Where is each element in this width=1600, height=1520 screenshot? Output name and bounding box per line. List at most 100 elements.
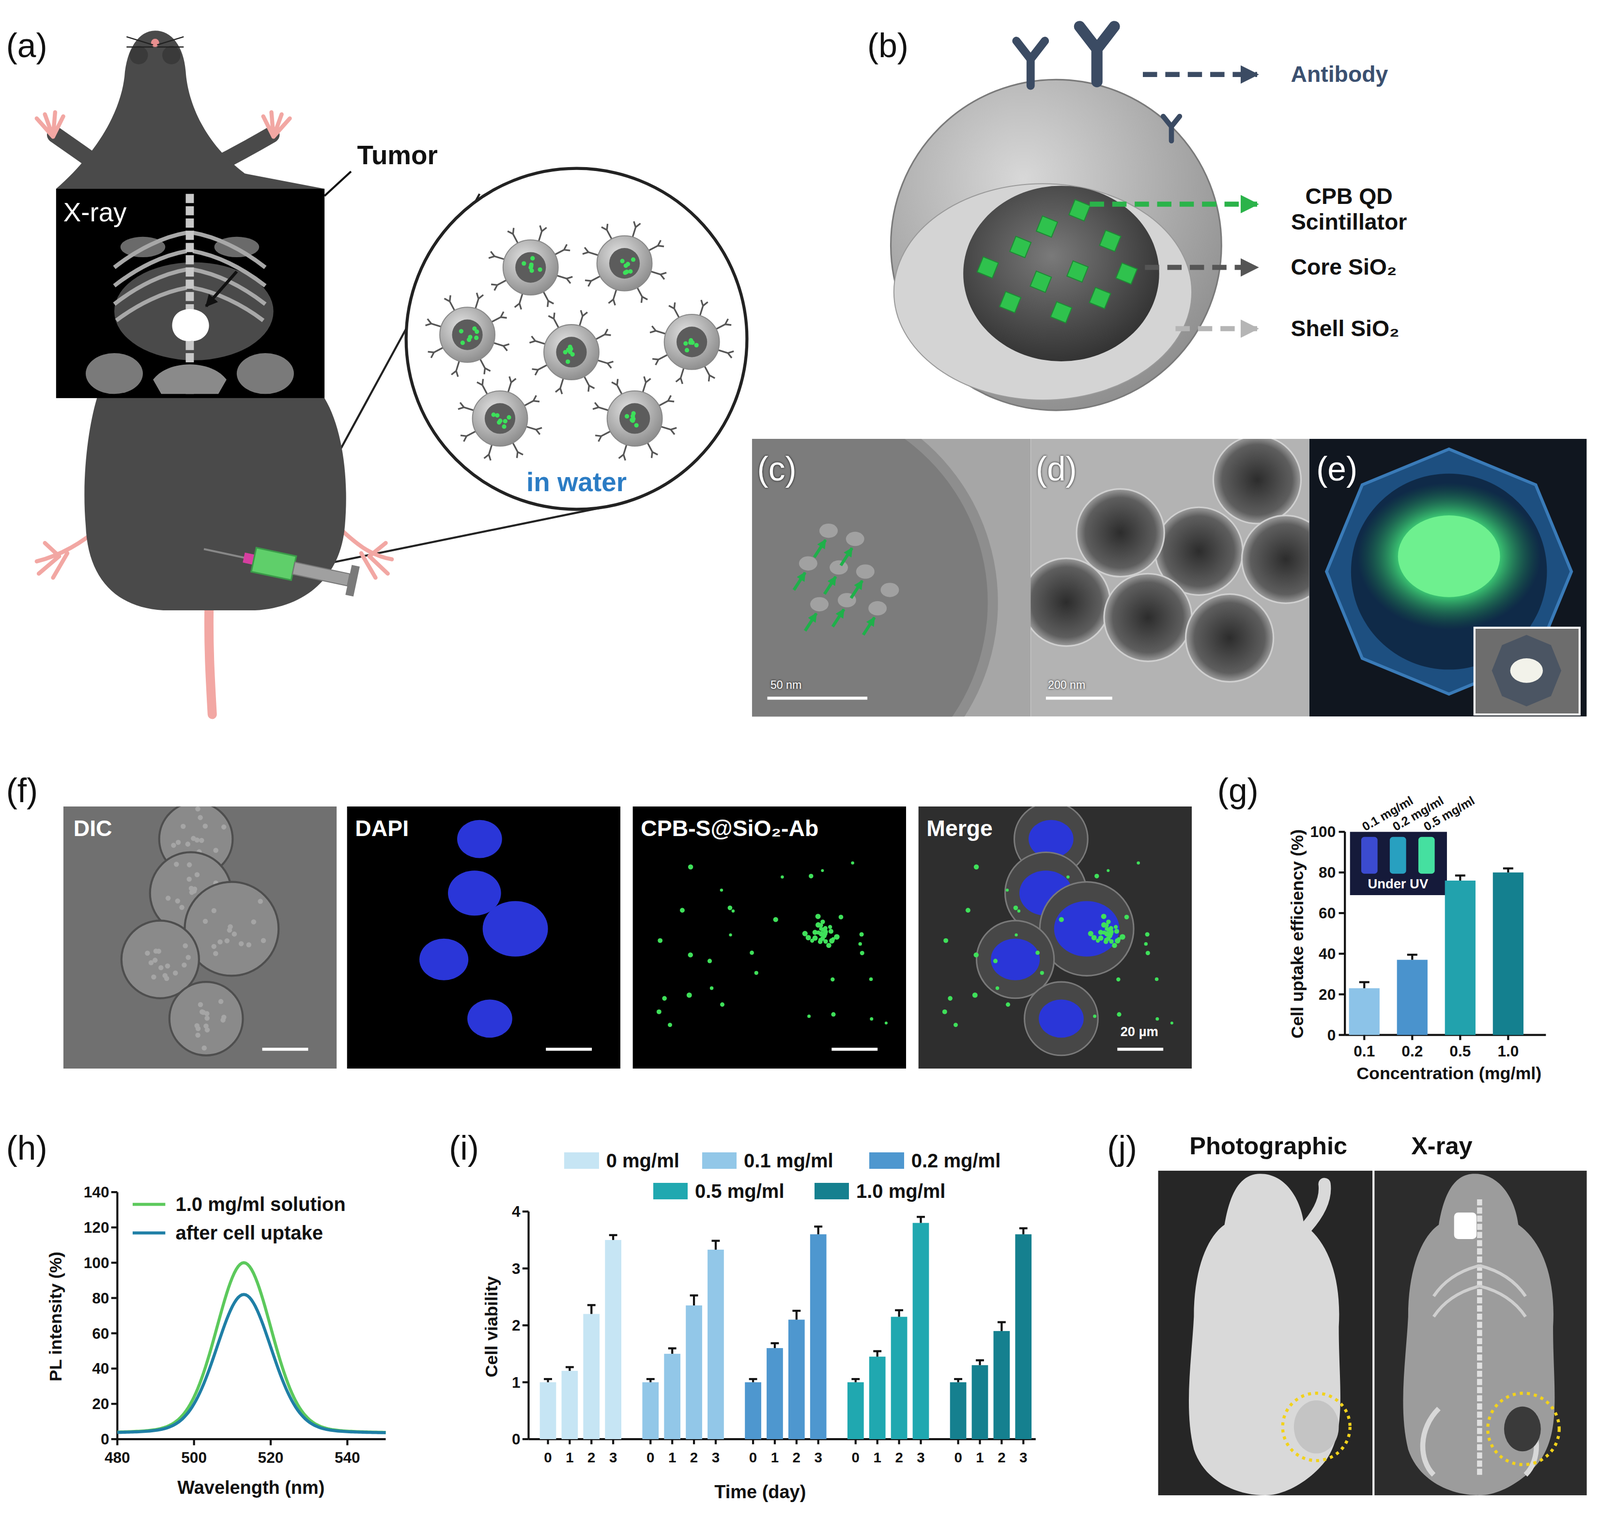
bar <box>1445 880 1476 1035</box>
antibody-symbol <box>1163 116 1180 141</box>
scale-label: 20 µm <box>1120 1024 1159 1040</box>
axis-tick-label: 1 <box>975 1448 984 1466</box>
axis-tick-label: 20 <box>1318 985 1336 1003</box>
axis-tick-label: 100 <box>1310 822 1337 841</box>
error-bar <box>690 1293 699 1296</box>
merge-panel <box>918 806 1192 1069</box>
cell-texture <box>195 806 201 812</box>
qd-cube <box>1036 215 1058 238</box>
error-bar <box>873 1349 882 1352</box>
bar <box>1349 987 1380 1035</box>
axis-tick <box>1338 993 1346 996</box>
green-signal <box>1116 977 1121 982</box>
qd-dot <box>694 342 699 348</box>
nanoparticles <box>425 221 735 461</box>
silica-shell <box>597 235 653 292</box>
axis-tick-label: 4 <box>511 1202 521 1220</box>
callout-arrow <box>1175 325 1258 332</box>
image-title: X-ray <box>1411 1131 1473 1160</box>
bar <box>744 1382 762 1439</box>
qd-dot <box>529 268 534 273</box>
cell-texture <box>224 938 231 944</box>
mouse-paw <box>263 112 291 138</box>
error-bar <box>770 1341 780 1344</box>
axis-tick-label: 3 <box>609 1448 617 1466</box>
antibody-symbol <box>1079 26 1115 82</box>
antibody-symbol <box>507 376 516 392</box>
green-signal <box>831 937 836 941</box>
silica-sphere <box>1241 515 1309 603</box>
scale-label: 50 nm <box>770 678 802 692</box>
axis-tick-label: 0 <box>953 1448 962 1466</box>
axis-tick <box>111 1261 118 1264</box>
qd-dot <box>568 349 573 354</box>
green-signal <box>707 958 712 963</box>
green-signal <box>709 985 714 990</box>
axis-tick-label: 80 <box>1318 863 1336 881</box>
axis-tick <box>1000 1438 1003 1445</box>
green-signal <box>1104 931 1109 937</box>
green-signal <box>688 863 693 869</box>
axis-tick-label: 3 <box>814 1448 822 1466</box>
green-signal <box>1101 922 1107 928</box>
xray-inset <box>56 188 325 399</box>
bar <box>561 1370 579 1439</box>
mouse-photographs <box>1158 1170 1587 1495</box>
callout-arrow <box>1089 201 1258 207</box>
qd-dot <box>630 257 636 262</box>
xray-hip <box>236 353 294 394</box>
cell-texture <box>204 1015 210 1021</box>
antibody-symbol <box>538 225 547 242</box>
nucleus <box>1038 999 1084 1038</box>
axis-tick-label: 3 <box>511 1259 521 1277</box>
legend-swatch <box>653 1182 689 1200</box>
nanoparticle <box>592 376 677 461</box>
error-bar <box>1407 953 1418 956</box>
mouse-whiskers <box>126 36 184 47</box>
error-bar <box>1019 1227 1028 1230</box>
antibody-symbol <box>648 240 664 251</box>
axis-tick <box>111 1226 118 1229</box>
green-signal <box>965 907 971 913</box>
pointer-arrow <box>863 617 875 635</box>
green-signal <box>812 935 818 941</box>
qd-cube <box>1089 287 1111 309</box>
inset-label: Under UV <box>1367 876 1429 892</box>
axis-tick <box>522 1380 529 1383</box>
cell-texture <box>194 837 200 843</box>
green-signal <box>661 995 667 1001</box>
green-signal <box>818 931 824 937</box>
scale-bar <box>767 696 868 700</box>
error-bar <box>749 1377 758 1380</box>
axis-tick <box>111 1190 118 1193</box>
axis-title: Cell uptake efficiency (%) <box>1288 829 1308 1039</box>
error-bar <box>894 1308 904 1311</box>
nucleus <box>419 938 469 981</box>
antibody-symbol <box>514 293 523 309</box>
axis-tick-label: 2 <box>690 1448 698 1466</box>
panel-letter: (a) <box>6 26 48 66</box>
qd-cube <box>1030 271 1052 293</box>
green-signal <box>1155 1016 1159 1021</box>
mouse-illustration <box>36 30 392 715</box>
cell-texture <box>165 895 171 901</box>
green-signal <box>869 1016 874 1021</box>
qd-dot <box>620 258 625 263</box>
error-bar <box>646 1377 655 1380</box>
nanoparticle <box>529 309 614 394</box>
scale-bar <box>1117 1047 1164 1051</box>
shell-sphere <box>891 79 1222 411</box>
antibody-symbol <box>668 302 679 318</box>
green-signal <box>943 938 949 943</box>
cell-texture <box>144 950 151 956</box>
axis-tick <box>854 1438 857 1445</box>
cell-texture <box>195 1032 201 1038</box>
green-signal <box>850 861 855 865</box>
qd-spot <box>880 582 899 598</box>
green-signal <box>1106 926 1111 932</box>
axis-tick <box>522 1210 529 1213</box>
axis-tick-label: 80 <box>92 1289 109 1307</box>
green-signal <box>1113 924 1118 929</box>
xray-box <box>56 188 325 399</box>
antibody-symbol <box>554 244 570 255</box>
